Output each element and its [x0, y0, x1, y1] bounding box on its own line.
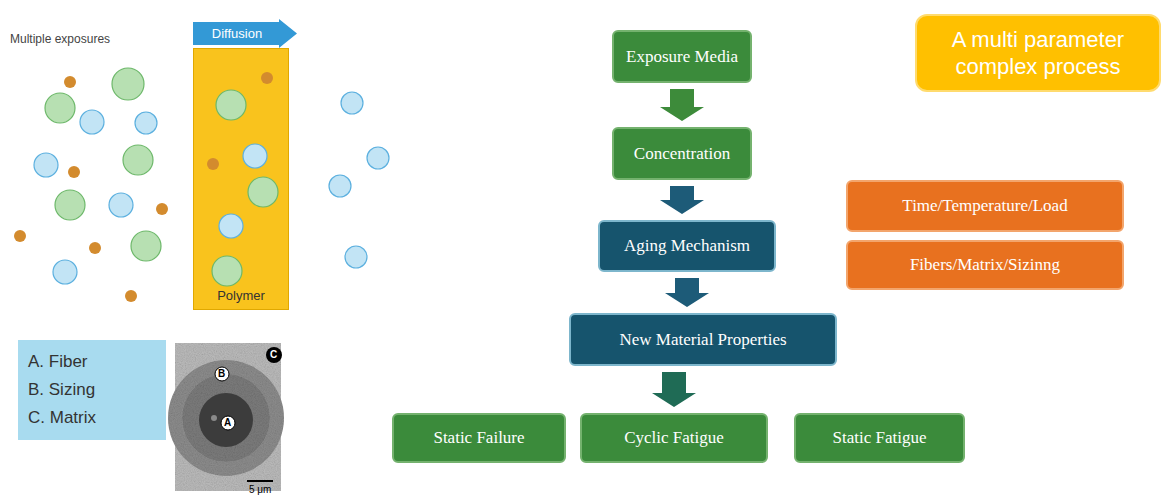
- outcome-box: Cyclic Fatigue: [580, 413, 768, 463]
- node-text: New Material Properties: [619, 330, 786, 350]
- node-text: Static Failure: [433, 428, 524, 448]
- callout-letter: B: [218, 369, 225, 379]
- process-box: Concentration: [612, 127, 752, 180]
- node-text: Static Fatigue: [833, 428, 927, 448]
- node-text: B. Sizing: [28, 380, 95, 400]
- block-arrow: [660, 89, 704, 121]
- outcome-box: Static Fatigue: [794, 413, 965, 463]
- process-box: New Material Properties: [569, 313, 837, 366]
- diffusing-particles: [194, 49, 290, 311]
- caption-text: Multiple exposures: [10, 33, 110, 45]
- node-text: Fibers/Matrix/Sizinng: [910, 255, 1060, 275]
- note-box: A multi parameter complex process: [915, 14, 1161, 92]
- polymer-layer: Polymer: [193, 48, 289, 310]
- node-text: Polymer: [217, 288, 265, 303]
- diffusion-arrow: Diffusion: [193, 19, 297, 48]
- callout-letter: C: [270, 350, 277, 360]
- node-text: A multi parameter complex process: [929, 26, 1147, 81]
- block-arrow: [652, 372, 696, 407]
- node-text: A. Fiber: [28, 352, 88, 372]
- node-text: Diffusion: [212, 26, 262, 41]
- outcome-box: Static Failure: [392, 413, 566, 463]
- key-box: A. Fiber B. Sizing C. Matrix: [18, 340, 166, 440]
- block-arrow: [660, 186, 704, 214]
- node-text: Exposure Media: [626, 47, 738, 67]
- node-text: Time/Temperature/Load: [902, 196, 1067, 216]
- node-text: C. Matrix: [28, 408, 96, 428]
- node-text: Cyclic Fatigue: [624, 428, 724, 448]
- node-text: Aging Mechanism: [624, 236, 750, 256]
- micrograph: [168, 343, 284, 491]
- process-box: Exposure Media: [612, 30, 752, 83]
- factor-box: Fibers/Matrix/Sizinng: [846, 240, 1124, 290]
- process-box: Aging Mechanism: [598, 220, 776, 272]
- node-text: Concentration: [634, 144, 730, 164]
- callout-letter: A: [224, 418, 231, 428]
- factor-box: Time/Temperature/Load: [846, 180, 1124, 232]
- scale-label: 5 μm: [249, 485, 271, 495]
- block-arrow: [665, 278, 709, 307]
